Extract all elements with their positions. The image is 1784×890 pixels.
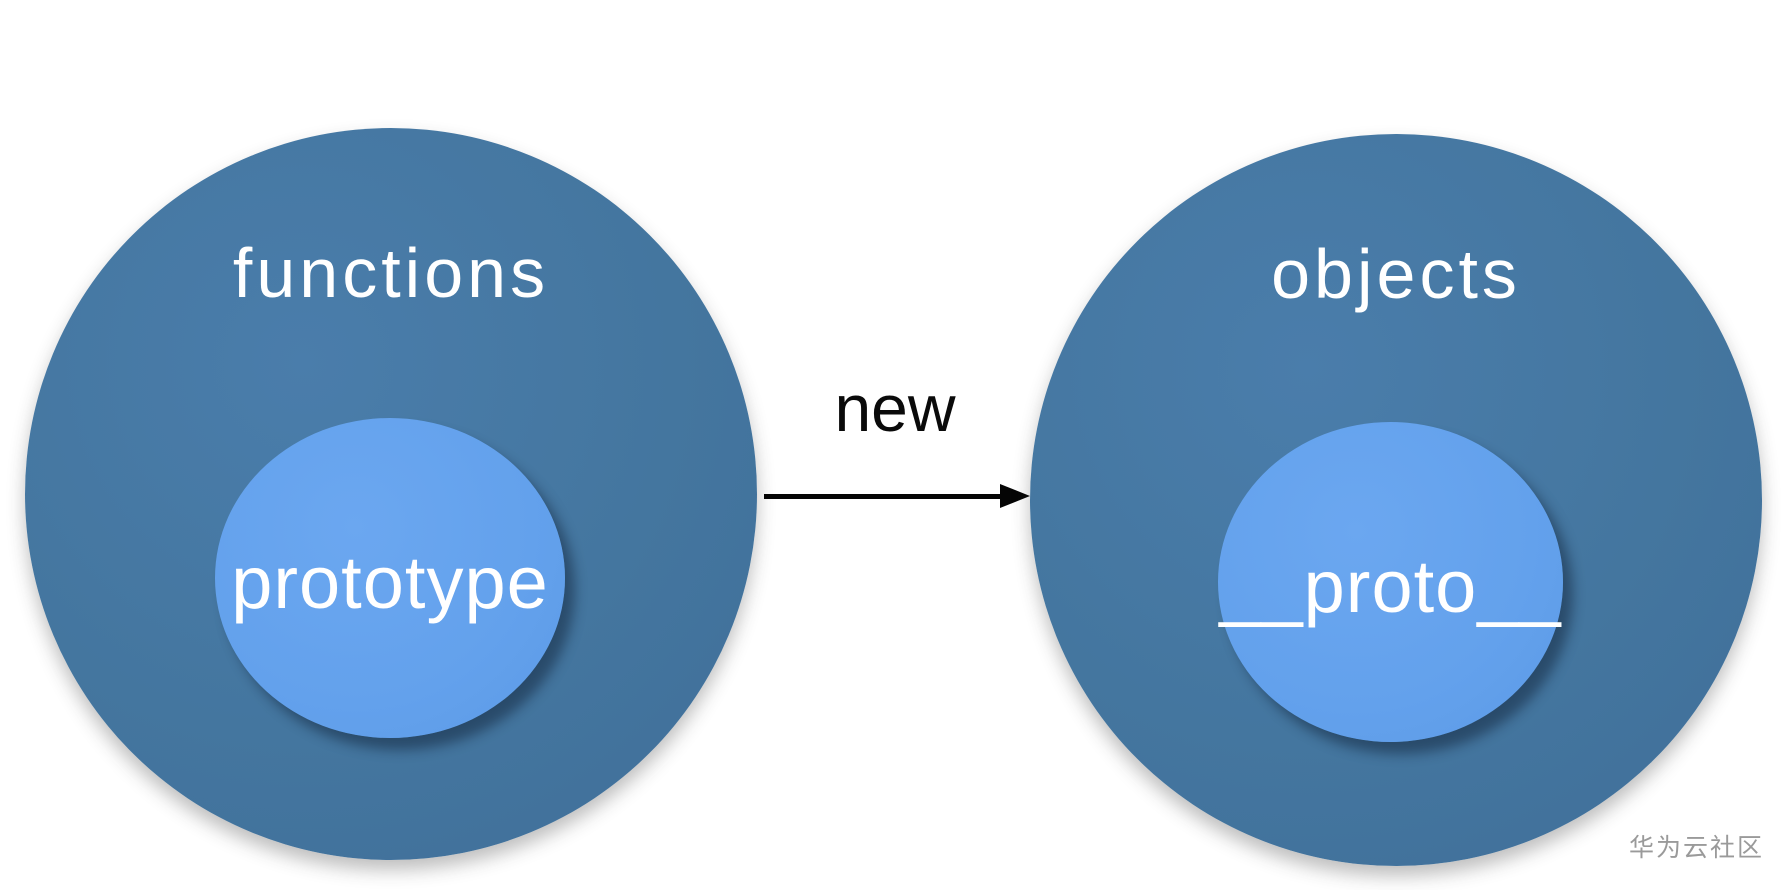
prototype-circle: prototype [215,418,565,738]
objects-label: objects [1271,235,1521,313]
proto-circle: __proto__ [1218,422,1563,742]
arrowhead-icon [1000,484,1030,508]
functions-label: functions [232,234,550,312]
objects-set-circle: objects __proto__ [1030,134,1762,866]
watermark: 华为云社区 [1628,834,1764,862]
new-arrow [764,484,1030,508]
arrow-line [764,494,1004,499]
functions-set-circle: functions prototype [25,128,757,860]
proto-label: __proto__ [1219,544,1562,628]
new-keyword-label: new [834,371,956,445]
prototype-label: prototype [231,540,549,624]
